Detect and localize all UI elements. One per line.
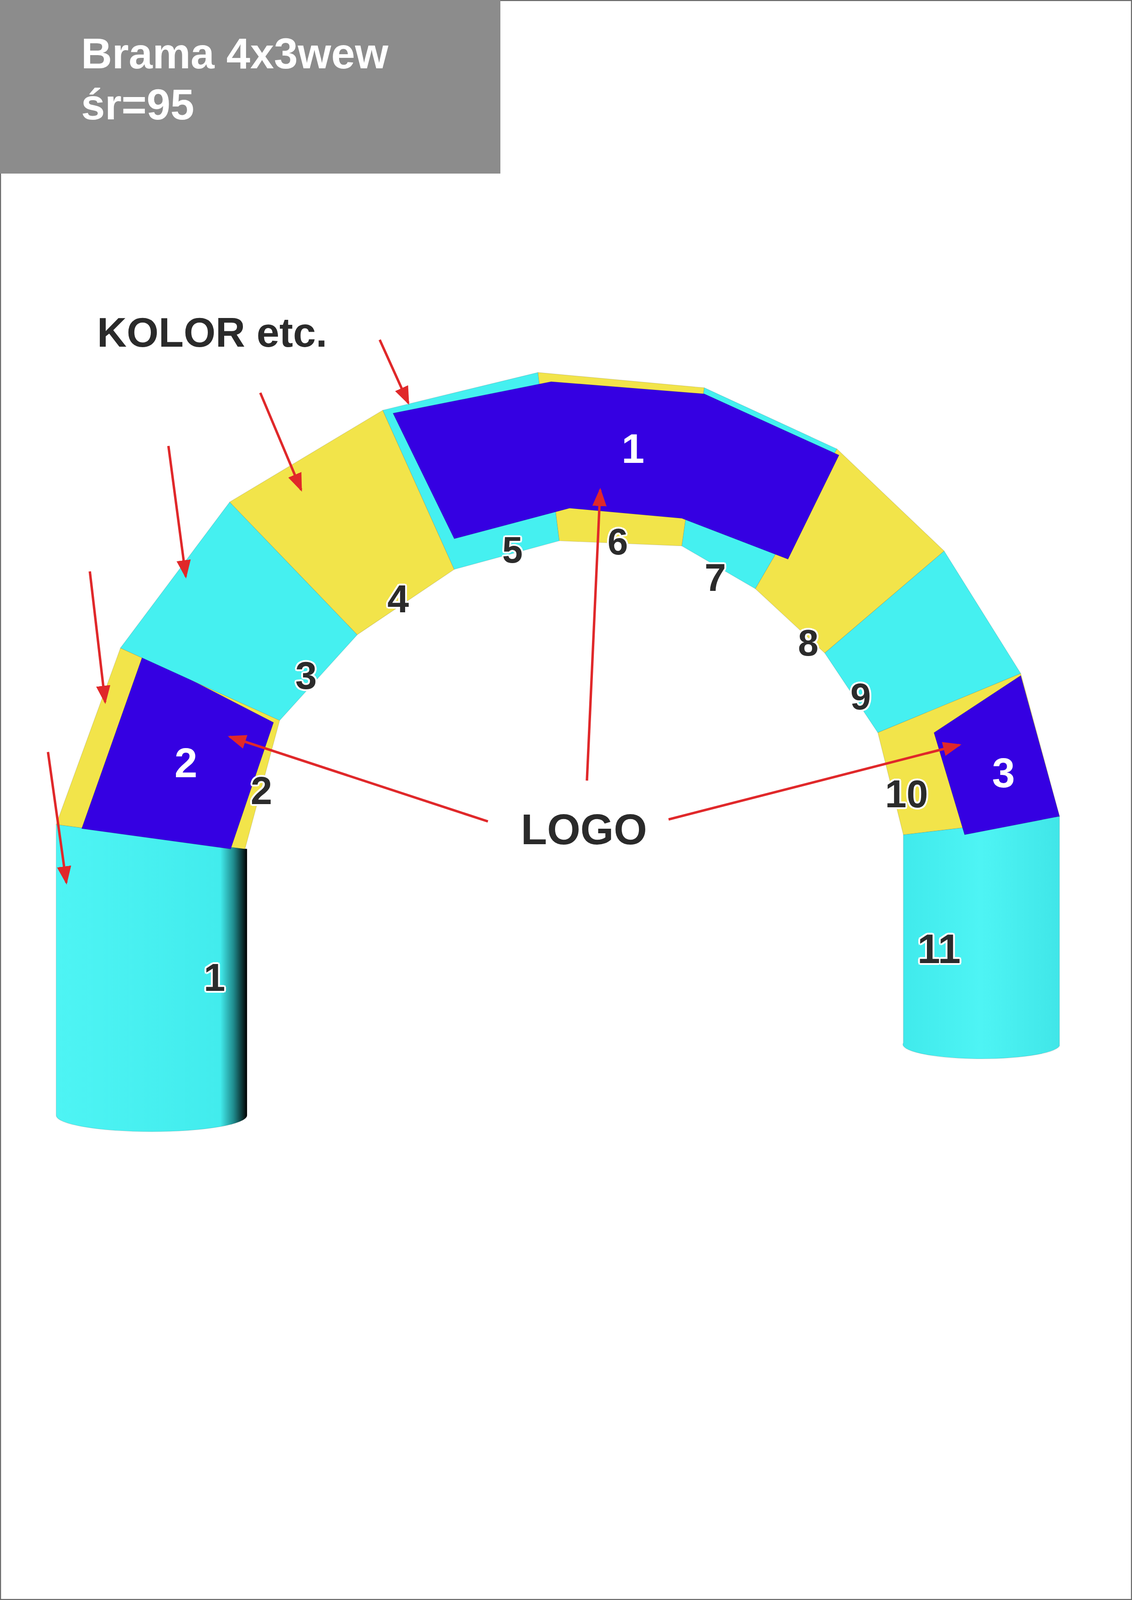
logo-number: 3 xyxy=(992,751,1015,797)
leader-arrow xyxy=(260,392,302,490)
title-text: Brama 4x3wew xyxy=(81,28,389,80)
leader-arrow xyxy=(379,339,409,404)
segment-number: 9 xyxy=(850,676,871,718)
segment-number: 6 xyxy=(607,521,628,563)
logo-number: 1 xyxy=(621,426,645,472)
leader-arrow xyxy=(668,745,960,820)
title-text: śr=95 xyxy=(81,79,195,131)
segment-number: 11 xyxy=(917,926,961,973)
leader-arrow xyxy=(168,446,186,577)
right-leg xyxy=(902,816,1060,1060)
segment-number: 8 xyxy=(797,622,819,664)
title-box: Brama 4x3wewśr=95 xyxy=(0,0,501,174)
segment-number: 4 xyxy=(387,577,409,621)
left-leg xyxy=(56,824,247,1132)
segment-number: 3 xyxy=(295,654,317,698)
logo-number: 2 xyxy=(174,740,198,787)
segment-number: 2 xyxy=(250,769,273,813)
segment-number: 10 xyxy=(885,772,929,816)
segment-number: 5 xyxy=(502,529,523,571)
leader-arrow xyxy=(47,752,67,884)
segment-10 xyxy=(877,673,1060,835)
leader-arrow xyxy=(586,489,601,781)
leader-arrow xyxy=(229,736,489,822)
leader-arrow xyxy=(89,571,106,703)
callout-text: LOGO xyxy=(520,806,648,854)
logo-panel-3 xyxy=(933,675,1060,835)
callout-text: KOLOR etc. xyxy=(97,310,328,356)
segment-number: 7 xyxy=(704,556,726,600)
segment-number: 1 xyxy=(203,956,226,1000)
